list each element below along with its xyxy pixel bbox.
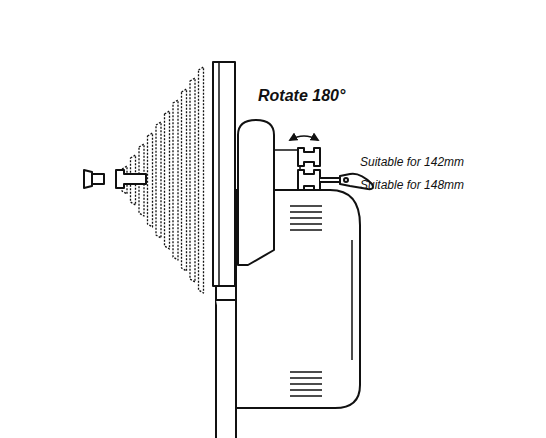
rotate-arrow [290,136,318,140]
axle-adapter [116,170,146,188]
size-label: Suitable for 148mm [360,179,464,192]
axle-arm [238,120,274,265]
rotate-label: Rotate 180° [258,87,345,105]
drive-plate [213,62,235,286]
size-label: Suitable for 142mm [360,156,464,169]
end-cap [84,170,104,188]
adapter-142 [298,148,320,166]
adapter-148 [298,170,320,190]
